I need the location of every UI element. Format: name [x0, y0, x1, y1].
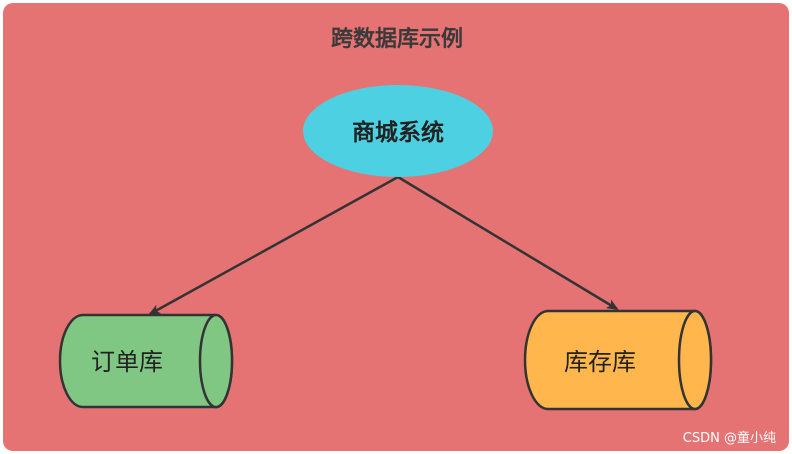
node-order-db[interactable]: 订单库	[58, 313, 234, 409]
csdn-watermark: CSDN @童小纯	[682, 431, 776, 446]
node-stock-db-label: 库存库	[564, 348, 636, 376]
node-stock-db[interactable]: 库存库	[523, 309, 713, 411]
node-order-db-cap	[198, 313, 234, 409]
node-mall-system-label: 商城系统	[352, 119, 444, 146]
node-mall-system-shape	[303, 85, 493, 177]
node-stock-db-cap	[677, 309, 713, 411]
node-order-db-label: 订单库	[91, 348, 163, 376]
diagram-title: 跨数据库示例	[331, 26, 463, 52]
edge-mall-to-order-db	[148, 175, 399, 316]
node-mall-system[interactable]: 商城系统	[303, 85, 493, 177]
edge-mall-to-stock-db	[397, 175, 619, 311]
